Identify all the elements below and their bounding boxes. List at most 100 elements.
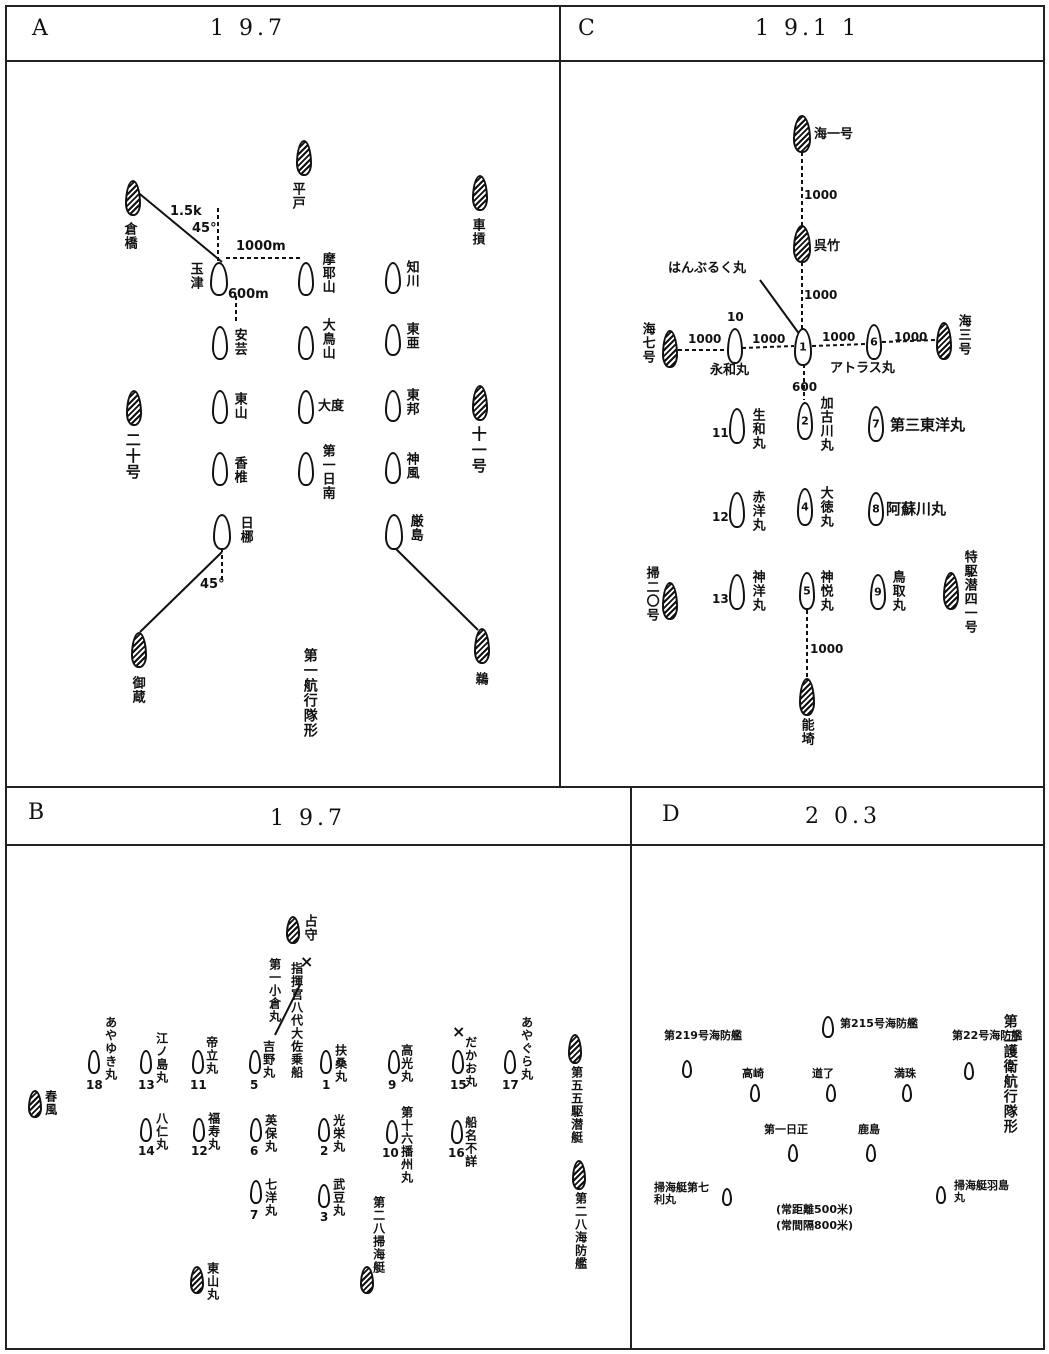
ship-icon (190, 1266, 204, 1294)
ship-label: 光栄丸 (331, 1114, 346, 1153)
ship-label: はんぶるく丸 (668, 261, 747, 276)
ship-label: 吉野丸 (261, 1040, 276, 1079)
ship-label: 第22号海防艦 (952, 1029, 1023, 1042)
ship-label: 赤洋丸 (749, 490, 765, 532)
ship-label: 高光丸 (399, 1044, 414, 1083)
ship-icon (318, 1184, 330, 1208)
ship-label: 高崎 (742, 1067, 764, 1080)
ship-icon (866, 1144, 876, 1162)
position-number: 13 (712, 592, 729, 606)
ship-icon (250, 1180, 262, 1204)
ship-icon (964, 1062, 974, 1080)
ship-icon: 9 (870, 574, 886, 610)
position-number: 12 (191, 1144, 208, 1158)
ship-label: 海一号 (814, 127, 854, 142)
position-number: 18 (86, 1078, 103, 1092)
ship-icon: 1 (794, 328, 812, 366)
panel-d-date: 2 0.3 (805, 804, 881, 829)
page-frame (5, 5, 1045, 1350)
ship-icon (212, 452, 228, 486)
position-number: 10 (382, 1146, 399, 1160)
ship-label: 福寿丸 (206, 1112, 221, 1151)
ship-icon: 8 (868, 492, 884, 526)
distance-label: 1000 (804, 188, 838, 202)
ship-label: 海三号 (955, 314, 971, 356)
grid-line (559, 5, 561, 787)
ship-icon (388, 1050, 400, 1074)
ship-icon (826, 1084, 836, 1102)
ship-label: 知川 (403, 260, 419, 288)
ship-label: 厳島 (407, 514, 423, 542)
ship-label: 神悦丸 (817, 570, 833, 612)
ship-icon (472, 175, 488, 211)
ship-icon (88, 1050, 100, 1074)
ship-icon (298, 452, 314, 486)
ship-label: 十一号 (469, 426, 488, 474)
ship-icon (385, 452, 401, 484)
formation-label: 第二護衛航行隊形 (1001, 1014, 1018, 1134)
ship-label: 第一日正 (764, 1123, 808, 1136)
ship-label: 掃海艇羽島丸 (954, 1179, 1009, 1204)
ship-icon (936, 1186, 946, 1204)
ship-label: 海七号 (639, 322, 655, 364)
ship-label: 第五五駆潜艇 (569, 1066, 584, 1144)
ship-label: 鹿島 (858, 1123, 880, 1136)
ship-label: 車摃 (469, 218, 485, 246)
distance-label: 1000 (894, 330, 928, 344)
ship-icon (212, 390, 228, 424)
ship-icon (936, 322, 952, 360)
position-number: 12 (712, 510, 729, 524)
ship-icon (386, 1120, 398, 1144)
ship-icon (28, 1090, 42, 1118)
ship-icon (729, 492, 745, 528)
ship-icon (385, 324, 401, 356)
ship-label: 指揮官八代大佐乗船 (289, 962, 304, 1079)
ship-icon (822, 1016, 834, 1038)
ship-icon: 6 (866, 324, 882, 360)
ship-icon: 4 (797, 488, 813, 526)
ship-label: 第215号海防艦 (840, 1017, 918, 1030)
ship-label: 御蔵 (129, 676, 145, 704)
angle-label: 45° (192, 221, 217, 236)
ship-icon (793, 115, 811, 153)
ship-label: 永和丸 (710, 363, 750, 378)
ship-icon (210, 262, 228, 296)
angle-label: 45° (200, 577, 225, 592)
panel-a-letter: A (32, 16, 48, 41)
position-number: 13 (138, 1078, 155, 1092)
ship-label: だかお丸 (463, 1036, 478, 1088)
ship-icon (788, 1144, 798, 1162)
ship-icon (472, 385, 488, 421)
ship-icon (212, 326, 228, 360)
ship-label: 加古川丸 (817, 396, 833, 452)
position-number: 17 (502, 1078, 519, 1092)
ship-icon (320, 1050, 332, 1074)
ship-icon (943, 572, 959, 610)
ship-icon (125, 180, 141, 216)
ship-label: 特駆潜四一号 (961, 550, 977, 634)
distance-label: 600 (792, 380, 818, 394)
ship-icon (474, 628, 490, 664)
ship-icon (793, 225, 811, 263)
ship-icon (249, 1050, 261, 1074)
panel-c-date: 1 9.1 1 (755, 16, 860, 41)
ship-icon (727, 328, 743, 364)
ship-label: 春風 (43, 1090, 58, 1116)
formation-label: 第一航行隊形 (301, 648, 318, 738)
ship-icon: 2 (797, 402, 813, 440)
panel-b-date: 1 9.7 (270, 806, 346, 831)
ship-icon (298, 262, 314, 296)
ship-icon (385, 262, 401, 294)
ship-icon (722, 1188, 732, 1206)
grid-line (5, 786, 1045, 788)
ship-icon (385, 514, 403, 550)
ship-label: 呉竹 (814, 239, 841, 254)
position-number: 11 (712, 426, 729, 440)
ship-label: 能埼 (798, 718, 814, 746)
ship-icon (799, 678, 815, 716)
panel-a-date: 1 9.7 (210, 16, 286, 41)
position-number: 3 (320, 1210, 329, 1224)
ship-label: 掃海艇第七利丸 (654, 1181, 709, 1206)
x-marker: × (300, 952, 314, 971)
